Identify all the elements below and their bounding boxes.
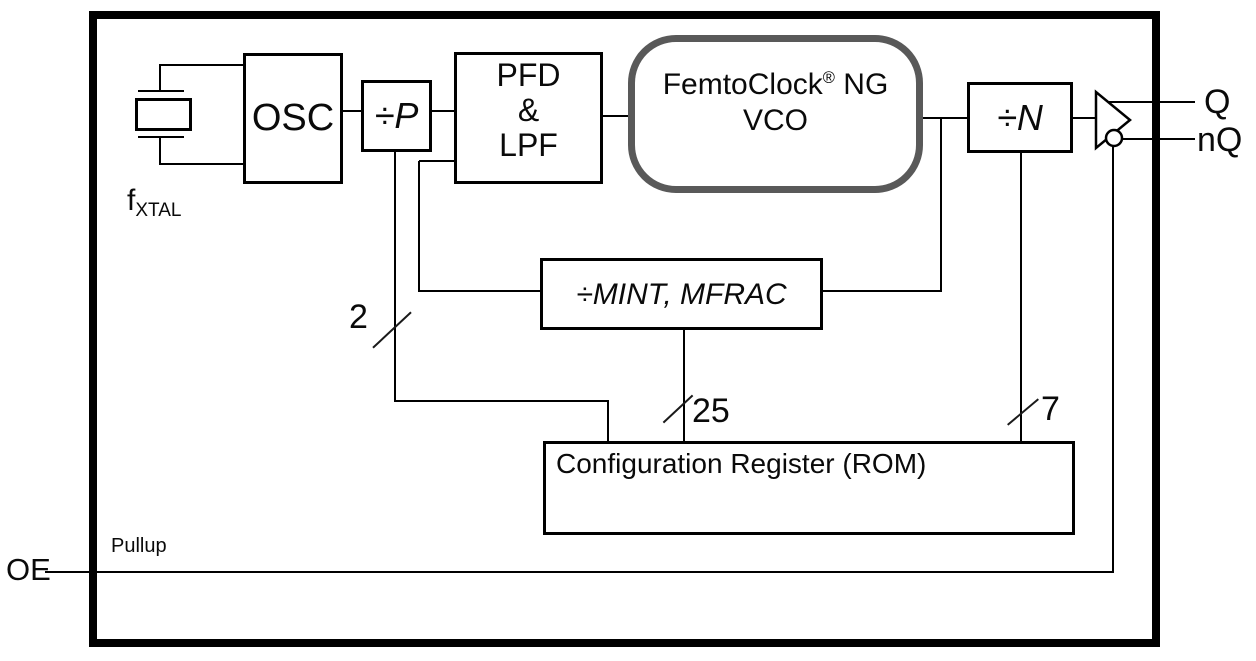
bus-width-2-label: 2 xyxy=(349,298,368,336)
fxtal-label: fXTAL xyxy=(127,184,182,221)
wire-vco-to-divn xyxy=(923,117,967,119)
xtal-body xyxy=(135,98,192,131)
pfd-label-line1: PFD xyxy=(496,56,561,93)
wire-feedback-rise xyxy=(418,161,420,292)
pfd-label-line3: LPF xyxy=(499,126,558,163)
wire-nq-output xyxy=(1121,138,1195,140)
xtal-bottom-plate xyxy=(138,136,184,138)
wire-q-output xyxy=(1109,101,1195,103)
wire-divp-config-h xyxy=(394,400,609,402)
wire-vco-feedback-drop xyxy=(940,118,942,292)
wire-feedback-to-mint xyxy=(823,290,942,292)
divider-n-label: ÷N xyxy=(997,96,1043,138)
vco-block: FemtoClock® NG VCO xyxy=(628,35,923,193)
divider-p-label: ÷P xyxy=(374,95,419,137)
configuration-register-block: Configuration Register (ROM) xyxy=(543,441,1075,535)
output-buffer-icon xyxy=(1094,89,1132,151)
wire-divp-config-drop xyxy=(607,400,609,441)
wire-divn-config xyxy=(1020,153,1022,441)
registered-trademark-icon: ® xyxy=(822,68,835,87)
oe-input-label: OE xyxy=(6,552,51,587)
wire-oe-vertical xyxy=(1112,145,1114,573)
wire-xtal-top xyxy=(160,64,243,66)
pfd-label-line2: & xyxy=(517,91,540,128)
wire-divp-to-pfd xyxy=(432,110,454,112)
configuration-register-label: Configuration Register (ROM) xyxy=(556,448,927,479)
inverter-bubble-icon xyxy=(1104,128,1124,148)
wire-xtal-bottom-lead xyxy=(159,136,161,165)
wire-mint-config xyxy=(683,330,685,441)
wire-oe-horizontal xyxy=(45,571,1114,573)
bus-width-25-label: 25 xyxy=(692,392,730,430)
mint-mfrac-label: ÷MINT, MFRAC xyxy=(576,277,787,311)
wire-pfd-to-vco xyxy=(603,115,628,117)
wire-osc-to-divp xyxy=(343,110,361,112)
divider-p-block: ÷P xyxy=(361,80,432,152)
bus-width-7-label: 7 xyxy=(1041,390,1060,428)
mint-mfrac-divider-block: ÷MINT, MFRAC xyxy=(540,258,823,330)
chip-boundary xyxy=(89,11,1160,647)
wire-xtal-top-lead xyxy=(159,64,161,92)
pullup-label: Pullup xyxy=(111,535,167,557)
vco-label-line2: VCO xyxy=(742,103,808,137)
pfd-lpf-block: PFD & LPF xyxy=(454,52,603,184)
wire-xtal-bottom xyxy=(160,163,243,165)
nq-output-label: nQ xyxy=(1197,121,1243,159)
wire-divn-to-buffer xyxy=(1073,117,1097,119)
xtal-top-plate xyxy=(138,90,184,92)
vco-label-line1: FemtoClock® NG xyxy=(662,67,889,101)
wire-feedback-to-pfd xyxy=(419,160,454,162)
osc-label: OSC xyxy=(251,96,335,139)
divider-n-block: ÷N xyxy=(967,82,1073,153)
wire-divp-config-v xyxy=(394,152,396,402)
q-output-label: Q xyxy=(1204,83,1231,121)
wire-mint-out xyxy=(420,290,540,292)
osc-block: OSC xyxy=(243,53,343,184)
